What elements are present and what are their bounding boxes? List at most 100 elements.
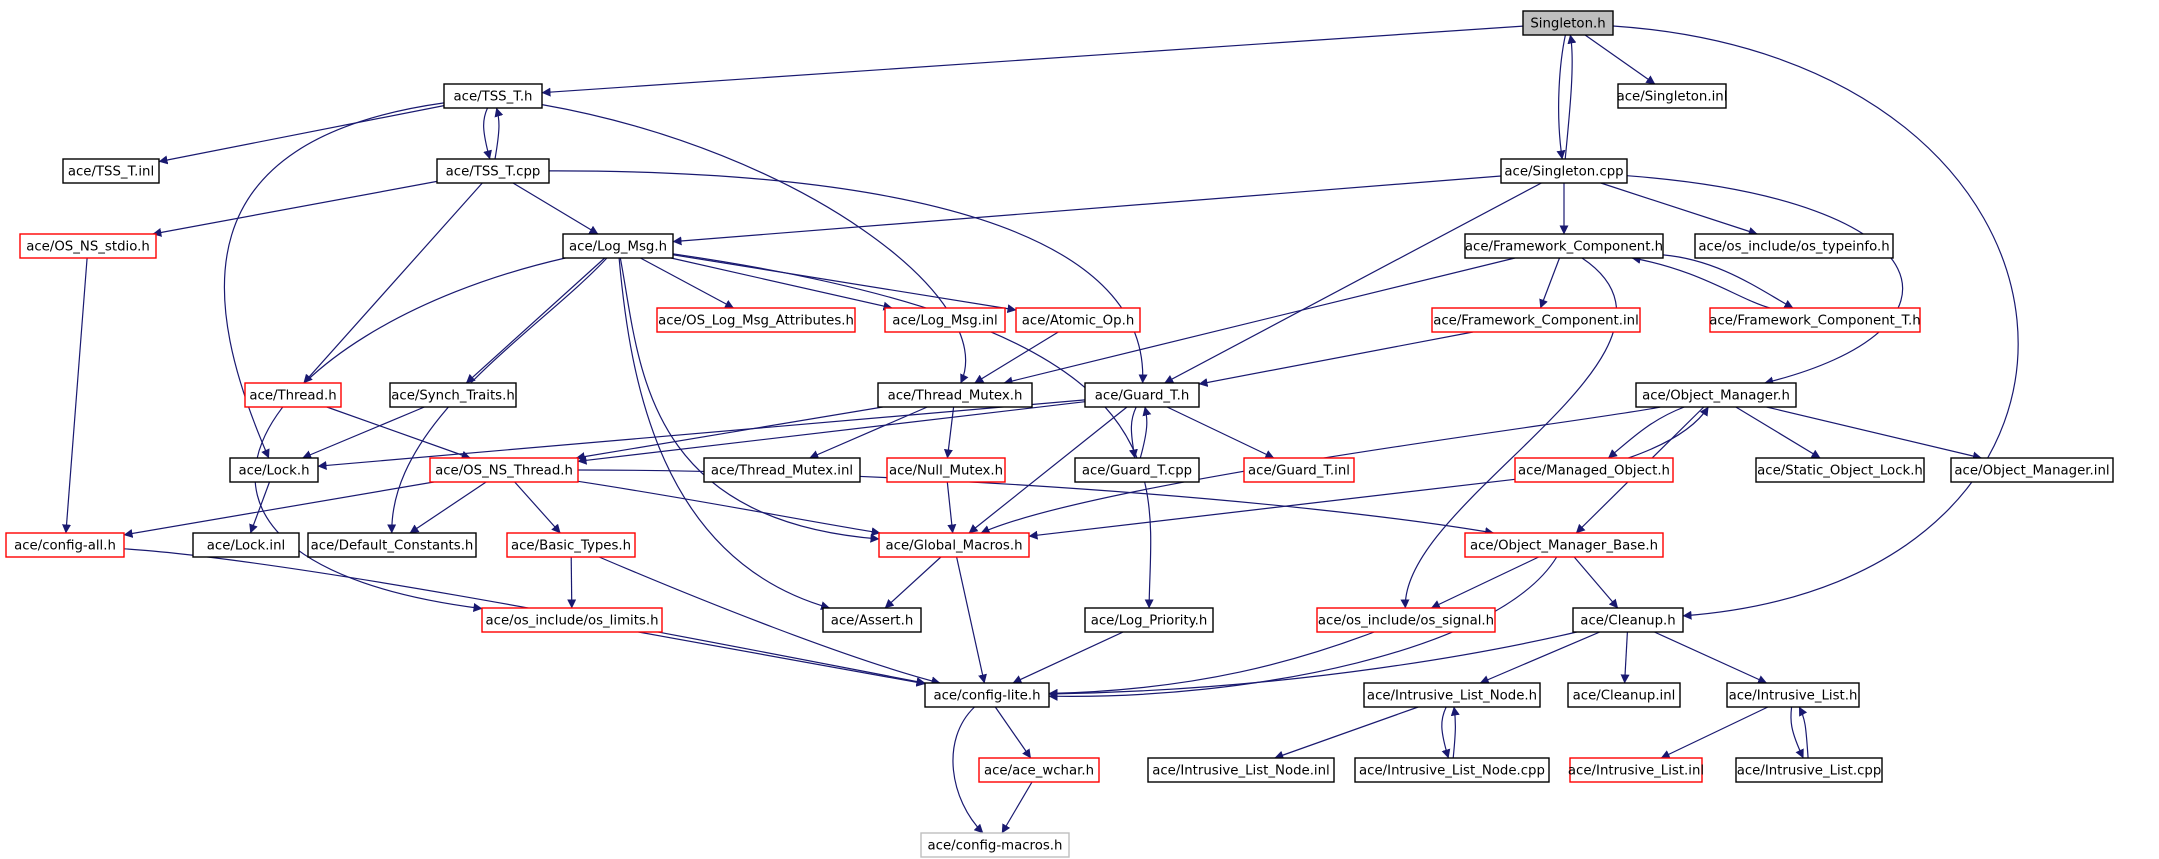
node-box xyxy=(1522,10,1614,36)
node-box xyxy=(1464,532,1664,558)
node-label: ace/TSS_T.cpp xyxy=(446,165,541,180)
node-label: ace/Object_Manager_Base.h xyxy=(1470,539,1658,554)
node-config_macros[interactable]: ace/config-macros.h xyxy=(920,832,1070,858)
node-os_signal[interactable]: ace/os_include/os_signal.h xyxy=(1316,607,1496,633)
node-intrusive_list_cpp[interactable]: ace/Intrusive_List.cpp xyxy=(1735,757,1883,783)
node-singleton_inl[interactable]: ace/Singleton.inl xyxy=(1617,83,1728,109)
node-box xyxy=(1709,307,1921,333)
node-label: ace/Framework_Component_T.h xyxy=(1709,314,1920,329)
node-log_msg_h[interactable]: ace/Log_Msg.h xyxy=(562,233,674,259)
node-label: ace/Log_Priority.h xyxy=(1091,614,1208,629)
node-tss_t_inl[interactable]: ace/TSS_T.inl xyxy=(62,158,160,184)
node-box xyxy=(1074,457,1200,483)
node-framework_component_t[interactable]: ace/Framework_Component_T.h xyxy=(1709,307,1921,333)
node-os_log_msg_attributes[interactable]: ace/OS_Log_Msg_Attributes.h xyxy=(656,307,856,333)
node-assert_h[interactable]: ace/Assert.h xyxy=(822,607,922,633)
node-singleton_cpp[interactable]: ace/Singleton.cpp xyxy=(1500,158,1628,184)
node-guard_t_cpp[interactable]: ace/Guard_T.cpp xyxy=(1074,457,1200,483)
edge-log_priority-to-config_lite xyxy=(1012,631,1124,684)
node-os_typeinfo[interactable]: ace/os_include/os_typeinfo.h xyxy=(1694,233,1894,259)
node-intrusive_list_inl[interactable]: ace/Intrusive_List.inl xyxy=(1568,757,1704,783)
node-config_lite[interactable]: ace/config-lite.h xyxy=(924,682,1050,708)
node-label: ace/Object_Manager.inl xyxy=(1954,464,2109,479)
edge-thread_mutex_h-to-null_mutex xyxy=(943,406,955,459)
node-os_ns_stdio[interactable]: ace/OS_NS_stdio.h xyxy=(19,233,157,259)
edge-singleton_h-to-singleton_inl xyxy=(1584,34,1656,85)
edge-object_manager_base-to-cleanup_h xyxy=(1573,556,1619,609)
node-label: ace/os_include/os_typeinfo.h xyxy=(1698,240,1889,255)
node-lock_inl[interactable]: ace/Lock.inl xyxy=(192,532,300,558)
node-ace_wchar[interactable]: ace/ace_wchar.h xyxy=(978,757,1100,783)
node-tss_t_cpp[interactable]: ace/TSS_T.cpp xyxy=(436,158,550,184)
node-intrusive_list_node_inl[interactable]: ace/Intrusive_List_Node.inl xyxy=(1147,757,1335,783)
node-box xyxy=(877,382,1033,408)
edge-tss_t_cpp-to-os_ns_stdio xyxy=(152,180,438,237)
node-box xyxy=(1569,757,1703,783)
edge-object_manager_base-to-config_lite xyxy=(1048,556,1558,701)
node-label: ace/Guard_T.cpp xyxy=(1082,464,1192,479)
node-atomic_op[interactable]: ace/Atomic_Op.h xyxy=(1015,307,1141,333)
edge-guard_t_h-to-lock_h xyxy=(317,399,1086,470)
node-label: ace/Intrusive_List.cpp xyxy=(1737,764,1882,779)
edge-synch_traits-to-lock_h xyxy=(302,406,425,459)
node-global_macros[interactable]: ace/Global_Macros.h xyxy=(878,532,1030,558)
node-box xyxy=(1500,158,1628,184)
node-os_limits[interactable]: ace/os_include/os_limits.h xyxy=(481,607,663,633)
node-managed_object[interactable]: ace/Managed_Object.h xyxy=(1514,457,1674,483)
node-guard_t_h[interactable]: ace/Guard_T.h xyxy=(1084,382,1200,408)
node-box xyxy=(884,307,1006,333)
edge-os_limits-to-config_lite xyxy=(638,631,926,687)
node-intrusive_list_node_cpp[interactable]: ace/Intrusive_List_Node.cpp xyxy=(1354,757,1550,783)
node-label: ace/Thread_Mutex.inl xyxy=(711,464,853,479)
edge-singleton_cpp-to-object_manager_h xyxy=(1626,175,1904,386)
edge-basic_types-to-config_lite xyxy=(598,556,941,686)
node-tss_t_h[interactable]: ace/TSS_T.h xyxy=(443,83,543,109)
edge-os_signal-to-config_lite xyxy=(1048,631,1375,698)
node-label: ace/Intrusive_List_Node.h xyxy=(1367,689,1537,704)
edge-singleton_h-to-cleanup_h xyxy=(1612,25,2019,620)
node-guard_t_inl[interactable]: ace/Guard_T.inl xyxy=(1243,457,1355,483)
node-synch_traits[interactable]: ace/Synch_Traits.h xyxy=(389,382,517,408)
node-box xyxy=(1514,457,1674,483)
node-thread_mutex_inl[interactable]: ace/Thread_Mutex.inl xyxy=(703,457,861,483)
node-basic_types[interactable]: ace/Basic_Types.h xyxy=(506,532,636,558)
node-box xyxy=(562,233,674,259)
edge-log_msg_h-to-os_log_msg_attributes xyxy=(640,257,734,309)
node-label: ace/Default_Constants.h xyxy=(311,539,474,554)
edge-global_macros-to-assert_h xyxy=(884,556,942,609)
node-thread_mutex_h[interactable]: ace/Thread_Mutex.h xyxy=(877,382,1033,408)
node-label: ace/Thread_Mutex.h xyxy=(888,389,1023,404)
node-framework_component_inl[interactable]: ace/Framework_Component.inl xyxy=(1431,307,1641,333)
node-singleton_h[interactable]: Singleton.h xyxy=(1522,10,1614,36)
edge-intrusive_list_node_cpp-to-intrusive_list_node_h xyxy=(1450,706,1460,759)
node-cleanup_inl[interactable]: ace/Cleanup.inl xyxy=(1567,682,1681,708)
node-object_manager_inl[interactable]: ace/Object_Manager.inl xyxy=(1950,457,2114,483)
node-intrusive_list_node_h[interactable]: ace/Intrusive_List_Node.h xyxy=(1363,682,1541,708)
node-box xyxy=(244,382,342,408)
node-box xyxy=(1084,382,1200,408)
edge-log_msg_h-to-default_constants xyxy=(387,257,608,534)
node-label: ace/OS_Log_Msg_Attributes.h xyxy=(658,314,854,329)
node-lock_h[interactable]: ace/Lock.h xyxy=(229,457,319,483)
node-config_all[interactable]: ace/config-all.h xyxy=(5,532,125,558)
node-object_manager_base[interactable]: ace/Object_Manager_Base.h xyxy=(1464,532,1664,558)
edge-tss_t_cpp-to-tss_t_h xyxy=(494,107,504,160)
node-object_manager_h[interactable]: ace/Object_Manager.h xyxy=(1635,382,1797,408)
node-os_ns_thread[interactable]: ace/OS_NS_Thread.h xyxy=(429,457,579,483)
node-intrusive_list_h[interactable]: ace/Intrusive_List.h xyxy=(1726,682,1860,708)
node-log_msg_inl[interactable]: ace/Log_Msg.inl xyxy=(884,307,1006,333)
node-framework_component_h[interactable]: ace/Framework_Component.h xyxy=(1464,233,1664,259)
nodes-layer: Singleton.h ace/TSS_T.h ace/Singleton.inl a… xyxy=(5,10,2114,858)
node-label: ace/config-macros.h xyxy=(928,839,1063,854)
node-log_priority[interactable]: ace/Log_Priority.h xyxy=(1084,607,1214,633)
node-default_constants[interactable]: ace/Default_Constants.h xyxy=(307,532,477,558)
edge-lock_h-to-lock_inl xyxy=(249,481,271,534)
edge-tss_t_h-to-tss_t_inl xyxy=(158,105,445,165)
node-null_mutex[interactable]: ace/Null_Mutex.h xyxy=(886,457,1006,483)
node-label: ace/Framework_Component.inl xyxy=(1433,314,1639,329)
node-thread_h[interactable]: ace/Thread.h xyxy=(244,382,342,408)
node-static_object_lock[interactable]: ace/Static_Object_Lock.h xyxy=(1755,457,1925,483)
node-box xyxy=(1726,682,1860,708)
node-cleanup_h[interactable]: ace/Cleanup.h xyxy=(1572,607,1684,633)
node-label: ace/Global_Macros.h xyxy=(885,539,1022,554)
